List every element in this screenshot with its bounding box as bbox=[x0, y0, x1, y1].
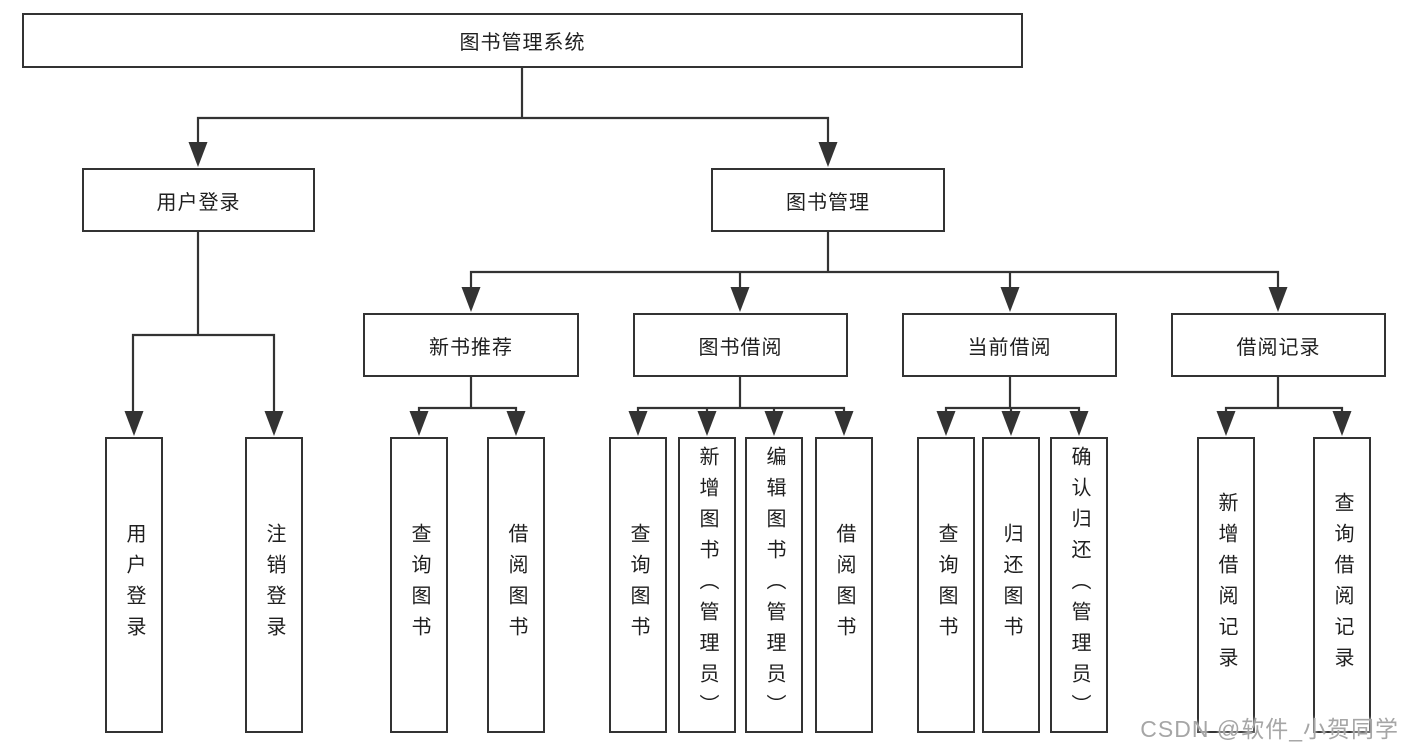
leaf-query-books-recommend: 查询图书 bbox=[390, 437, 448, 733]
arrow-down-icon bbox=[506, 411, 526, 436]
leaf-query-books-current: 查询图书 bbox=[917, 437, 975, 733]
connector-borrow-records-to-leaves bbox=[1224, 375, 1344, 416]
arrow-down-icon bbox=[188, 142, 208, 167]
node-user-login: 用户登录 bbox=[82, 168, 315, 232]
leaf-confirm-return-admin: 确认归还（管理员） bbox=[1050, 437, 1108, 733]
arrow-down-icon bbox=[697, 411, 717, 436]
node-current-borrowing: 当前借阅 bbox=[902, 313, 1117, 377]
node-book-borrowing: 图书借阅 bbox=[633, 313, 848, 377]
node-book-management: 图书管理 bbox=[711, 168, 945, 232]
connector-book-management-to-level3 bbox=[469, 230, 1280, 292]
leaf-user-login: 用户登录 bbox=[105, 437, 163, 733]
leaf-return-books: 归还图书 bbox=[982, 437, 1040, 733]
arrow-down-icon bbox=[1001, 411, 1021, 436]
arrow-down-icon bbox=[124, 411, 144, 436]
node-new-book-recommendation: 新书推荐 bbox=[363, 313, 579, 377]
connector-root-to-level2 bbox=[196, 66, 830, 148]
arrow-down-icon bbox=[409, 411, 429, 436]
connector-book-borrow-to-leaves bbox=[636, 375, 846, 416]
leaf-query-borrow-record: 查询借阅记录 bbox=[1313, 437, 1371, 733]
connector-lines bbox=[131, 66, 1344, 416]
arrowheads bbox=[124, 142, 1352, 436]
leaf-add-books-admin: 新增图书（管理员） bbox=[678, 437, 736, 733]
arrow-down-icon bbox=[834, 411, 854, 436]
connector-current-borrow-to-leaves bbox=[944, 375, 1081, 416]
arrow-down-icon bbox=[764, 411, 784, 436]
leaf-borrow-books-recommend: 借阅图书 bbox=[487, 437, 545, 733]
node-root: 图书管理系统 bbox=[22, 13, 1023, 68]
connector-user-login-to-leaves bbox=[131, 230, 276, 416]
node-borrowing-records: 借阅记录 bbox=[1171, 313, 1386, 377]
arrow-down-icon bbox=[1000, 287, 1020, 312]
arrow-down-icon bbox=[461, 287, 481, 312]
leaf-query-books-borrow: 查询图书 bbox=[609, 437, 667, 733]
arrow-down-icon bbox=[818, 142, 838, 167]
arrow-down-icon bbox=[730, 287, 750, 312]
csdn-watermark: CSDN @软件_小贺同学 bbox=[1140, 716, 1399, 742]
arrow-down-icon bbox=[628, 411, 648, 436]
arrow-down-icon bbox=[1069, 411, 1089, 436]
arrow-down-icon bbox=[1332, 411, 1352, 436]
arrow-down-icon bbox=[264, 411, 284, 436]
arrow-down-icon bbox=[1216, 411, 1236, 436]
leaf-edit-books-admin: 编辑图书（管理员） bbox=[745, 437, 803, 733]
arrow-down-icon bbox=[936, 411, 956, 436]
leaf-add-borrow-record: 新增借阅记录 bbox=[1197, 437, 1255, 733]
arrow-down-icon bbox=[1268, 287, 1288, 312]
leaf-borrow-books-borrow: 借阅图书 bbox=[815, 437, 873, 733]
connector-new-book-to-leaves bbox=[417, 375, 518, 416]
leaf-logout: 注销登录 bbox=[245, 437, 303, 733]
